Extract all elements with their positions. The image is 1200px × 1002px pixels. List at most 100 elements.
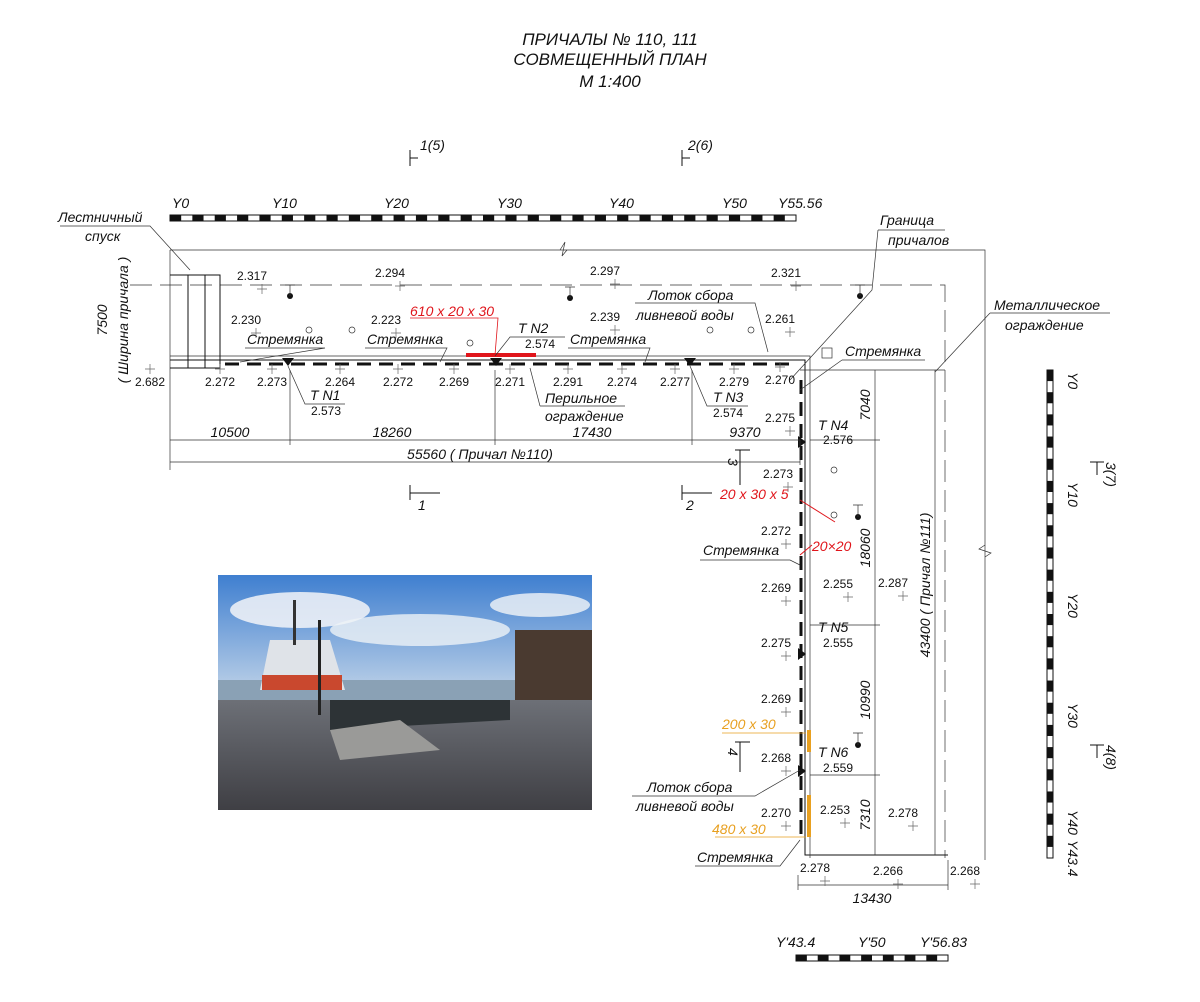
scale-segment (259, 215, 271, 221)
elevation-marker-icon (267, 364, 277, 374)
point-tn4: T N4 (818, 417, 849, 433)
width-dimension: 7500 ( Ширина причала ) (94, 257, 131, 384)
section-mark-2: 2 (681, 485, 712, 513)
svg-text:спуск: спуск (85, 228, 122, 244)
scale-segment (1047, 591, 1053, 603)
svg-text:причалов: причалов (888, 232, 949, 248)
scale-segment (817, 955, 829, 961)
svg-text:10990: 10990 (857, 680, 873, 719)
elevation-marker-icon (893, 879, 903, 889)
elevation-marker-icon (395, 281, 405, 291)
control-points: T N1 2.573 T N2 2.574 T N3 2.574 T N4 2.… (287, 320, 853, 775)
scale-segment (773, 215, 785, 221)
scale-segment (505, 215, 517, 221)
scale-segment (684, 215, 696, 221)
svg-text:17430: 17430 (573, 424, 612, 440)
scale-segment (415, 215, 428, 221)
svg-text:Стремянка: Стремянка (367, 331, 443, 347)
svg-text:7040: 7040 (857, 389, 873, 420)
elevation-marker-icon (785, 327, 795, 337)
scale-segment (1047, 503, 1053, 515)
svg-text:43400 ( Причал №111): 43400 ( Причал №111) (917, 513, 933, 658)
scale-segment (326, 215, 338, 221)
svg-text:7500: 7500 (94, 304, 110, 335)
point-tn5: T N5 (818, 619, 849, 635)
elevation-marker-icon (610, 325, 620, 335)
svg-text:1(5): 1(5) (420, 137, 445, 153)
svg-text:Перильное: Перильное (545, 390, 617, 406)
svg-text:2.317: 2.317 (237, 269, 267, 283)
scale-segment (904, 955, 916, 961)
svg-text:ливневой воды: ливневой воды (635, 798, 734, 814)
defect-label-610x20x30: 610 x 20 x 30 (410, 303, 494, 319)
elevation-marker-icon (791, 281, 801, 291)
svg-text:Граница: Граница (880, 212, 934, 228)
elevation-marker-icon (781, 766, 791, 776)
callout-labels: Лестничный спуск Граница причалов Металл… (57, 209, 1110, 867)
scale-segment (1047, 370, 1053, 382)
svg-text:2.255: 2.255 (823, 577, 853, 591)
svg-text:Стремянка: Стремянка (703, 542, 779, 558)
scale-segment (281, 215, 293, 221)
elevation-marker-icon (840, 818, 850, 828)
svg-text:2.574: 2.574 (713, 406, 743, 420)
scale-segment (572, 215, 584, 221)
scale-segment (1047, 813, 1053, 825)
berth-outline (130, 241, 992, 860)
elevation-marker-icon (898, 591, 908, 601)
svg-text:2.273: 2.273 (763, 467, 793, 481)
scale-segment (348, 215, 361, 221)
scale-segment (796, 955, 807, 961)
scale-segment (1047, 414, 1053, 426)
scale-segment (527, 215, 539, 221)
svg-text:Y'43.4: Y'43.4 (776, 934, 815, 950)
elevation-marker-icon (215, 364, 225, 374)
elevation-marker-icon (391, 328, 401, 338)
elevation-marker-icon (843, 592, 853, 602)
svg-text:2.559: 2.559 (823, 761, 853, 775)
svg-text:2.273: 2.273 (257, 375, 287, 389)
defect-orange-strip-1 (807, 730, 811, 752)
scale-segment (861, 955, 872, 961)
svg-text:2.279: 2.279 (719, 375, 749, 389)
scale-segment (1047, 480, 1053, 492)
scale-segment (393, 215, 405, 221)
scale-segment (617, 215, 629, 221)
svg-text:2.573: 2.573 (311, 404, 341, 418)
elevation-marker-icon (335, 364, 345, 374)
scale-segment (1047, 436, 1053, 448)
section-mark-3: 3 (725, 449, 750, 485)
svg-text:Y0: Y0 (172, 195, 189, 211)
svg-text:2.277: 2.277 (660, 375, 690, 389)
section-mark-4-right: 4(8) (1090, 744, 1119, 770)
svg-text:9370: 9370 (729, 424, 760, 440)
svg-text:Лоток сбора: Лоток сбора (646, 779, 733, 795)
section-mark-1: 1 (409, 485, 440, 513)
scale-segment (1047, 791, 1053, 803)
bottom-scale-bar: Y'43.4 Y'50 Y'56.83 (776, 934, 967, 962)
scale-segment (371, 215, 383, 221)
svg-text:Y30: Y30 (497, 195, 522, 211)
svg-text:3(7): 3(7) (1103, 462, 1119, 487)
svg-text:4: 4 (725, 748, 741, 756)
title-line-3: М 1:400 (579, 72, 641, 91)
dimension-lines-berth-111: 7040 18060 10990 7310 43400 ( Причал №11… (797, 370, 949, 906)
point-tn6: T N6 (818, 744, 849, 760)
svg-text:ограждение: ограждение (1005, 317, 1084, 333)
scale-segment (661, 215, 674, 221)
top-scale-bar: Y0 Y10 Y20 Y30 Y40 Y50 Y55.56 (169, 195, 823, 222)
right-scale-bar: Y0 Y10 Y20 Y30 Y40 Y43.4 (1046, 369, 1081, 877)
svg-text:2.576: 2.576 (823, 433, 853, 447)
defect-red-strip (466, 353, 536, 357)
scale-segment (1047, 525, 1053, 537)
svg-text:2.555: 2.555 (823, 636, 853, 650)
scale-segment (706, 215, 718, 221)
scale-segment (1047, 636, 1053, 648)
elevation-marker-icon (908, 821, 918, 831)
svg-text:2.272: 2.272 (205, 375, 235, 389)
scale-segment (1047, 614, 1053, 626)
svg-text:Y20: Y20 (1065, 593, 1081, 618)
svg-text:Y50: Y50 (722, 195, 747, 211)
scale-segment (460, 215, 472, 221)
